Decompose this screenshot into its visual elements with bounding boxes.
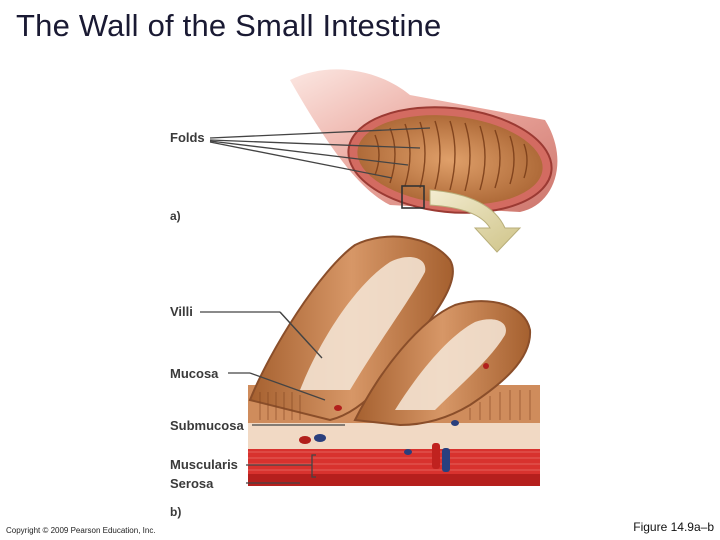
intestine-tube-illustration <box>290 69 557 222</box>
label-submucosa: Submucosa <box>170 418 244 433</box>
figure-reference: Figure 14.9a–b <box>633 520 714 534</box>
label-mucosa: Mucosa <box>170 366 219 381</box>
panel-b-label: b) <box>170 505 181 519</box>
label-folds: Folds <box>170 130 205 145</box>
panel-a-label: a) <box>170 209 181 223</box>
copyright-notice: Copyright © 2009 Pearson Education, Inc. <box>6 526 156 535</box>
label-villi: Villi <box>170 304 193 319</box>
intestinal-wall-block <box>248 237 540 486</box>
label-serosa: Serosa <box>170 476 214 491</box>
label-muscularis: Muscularis <box>170 457 238 472</box>
